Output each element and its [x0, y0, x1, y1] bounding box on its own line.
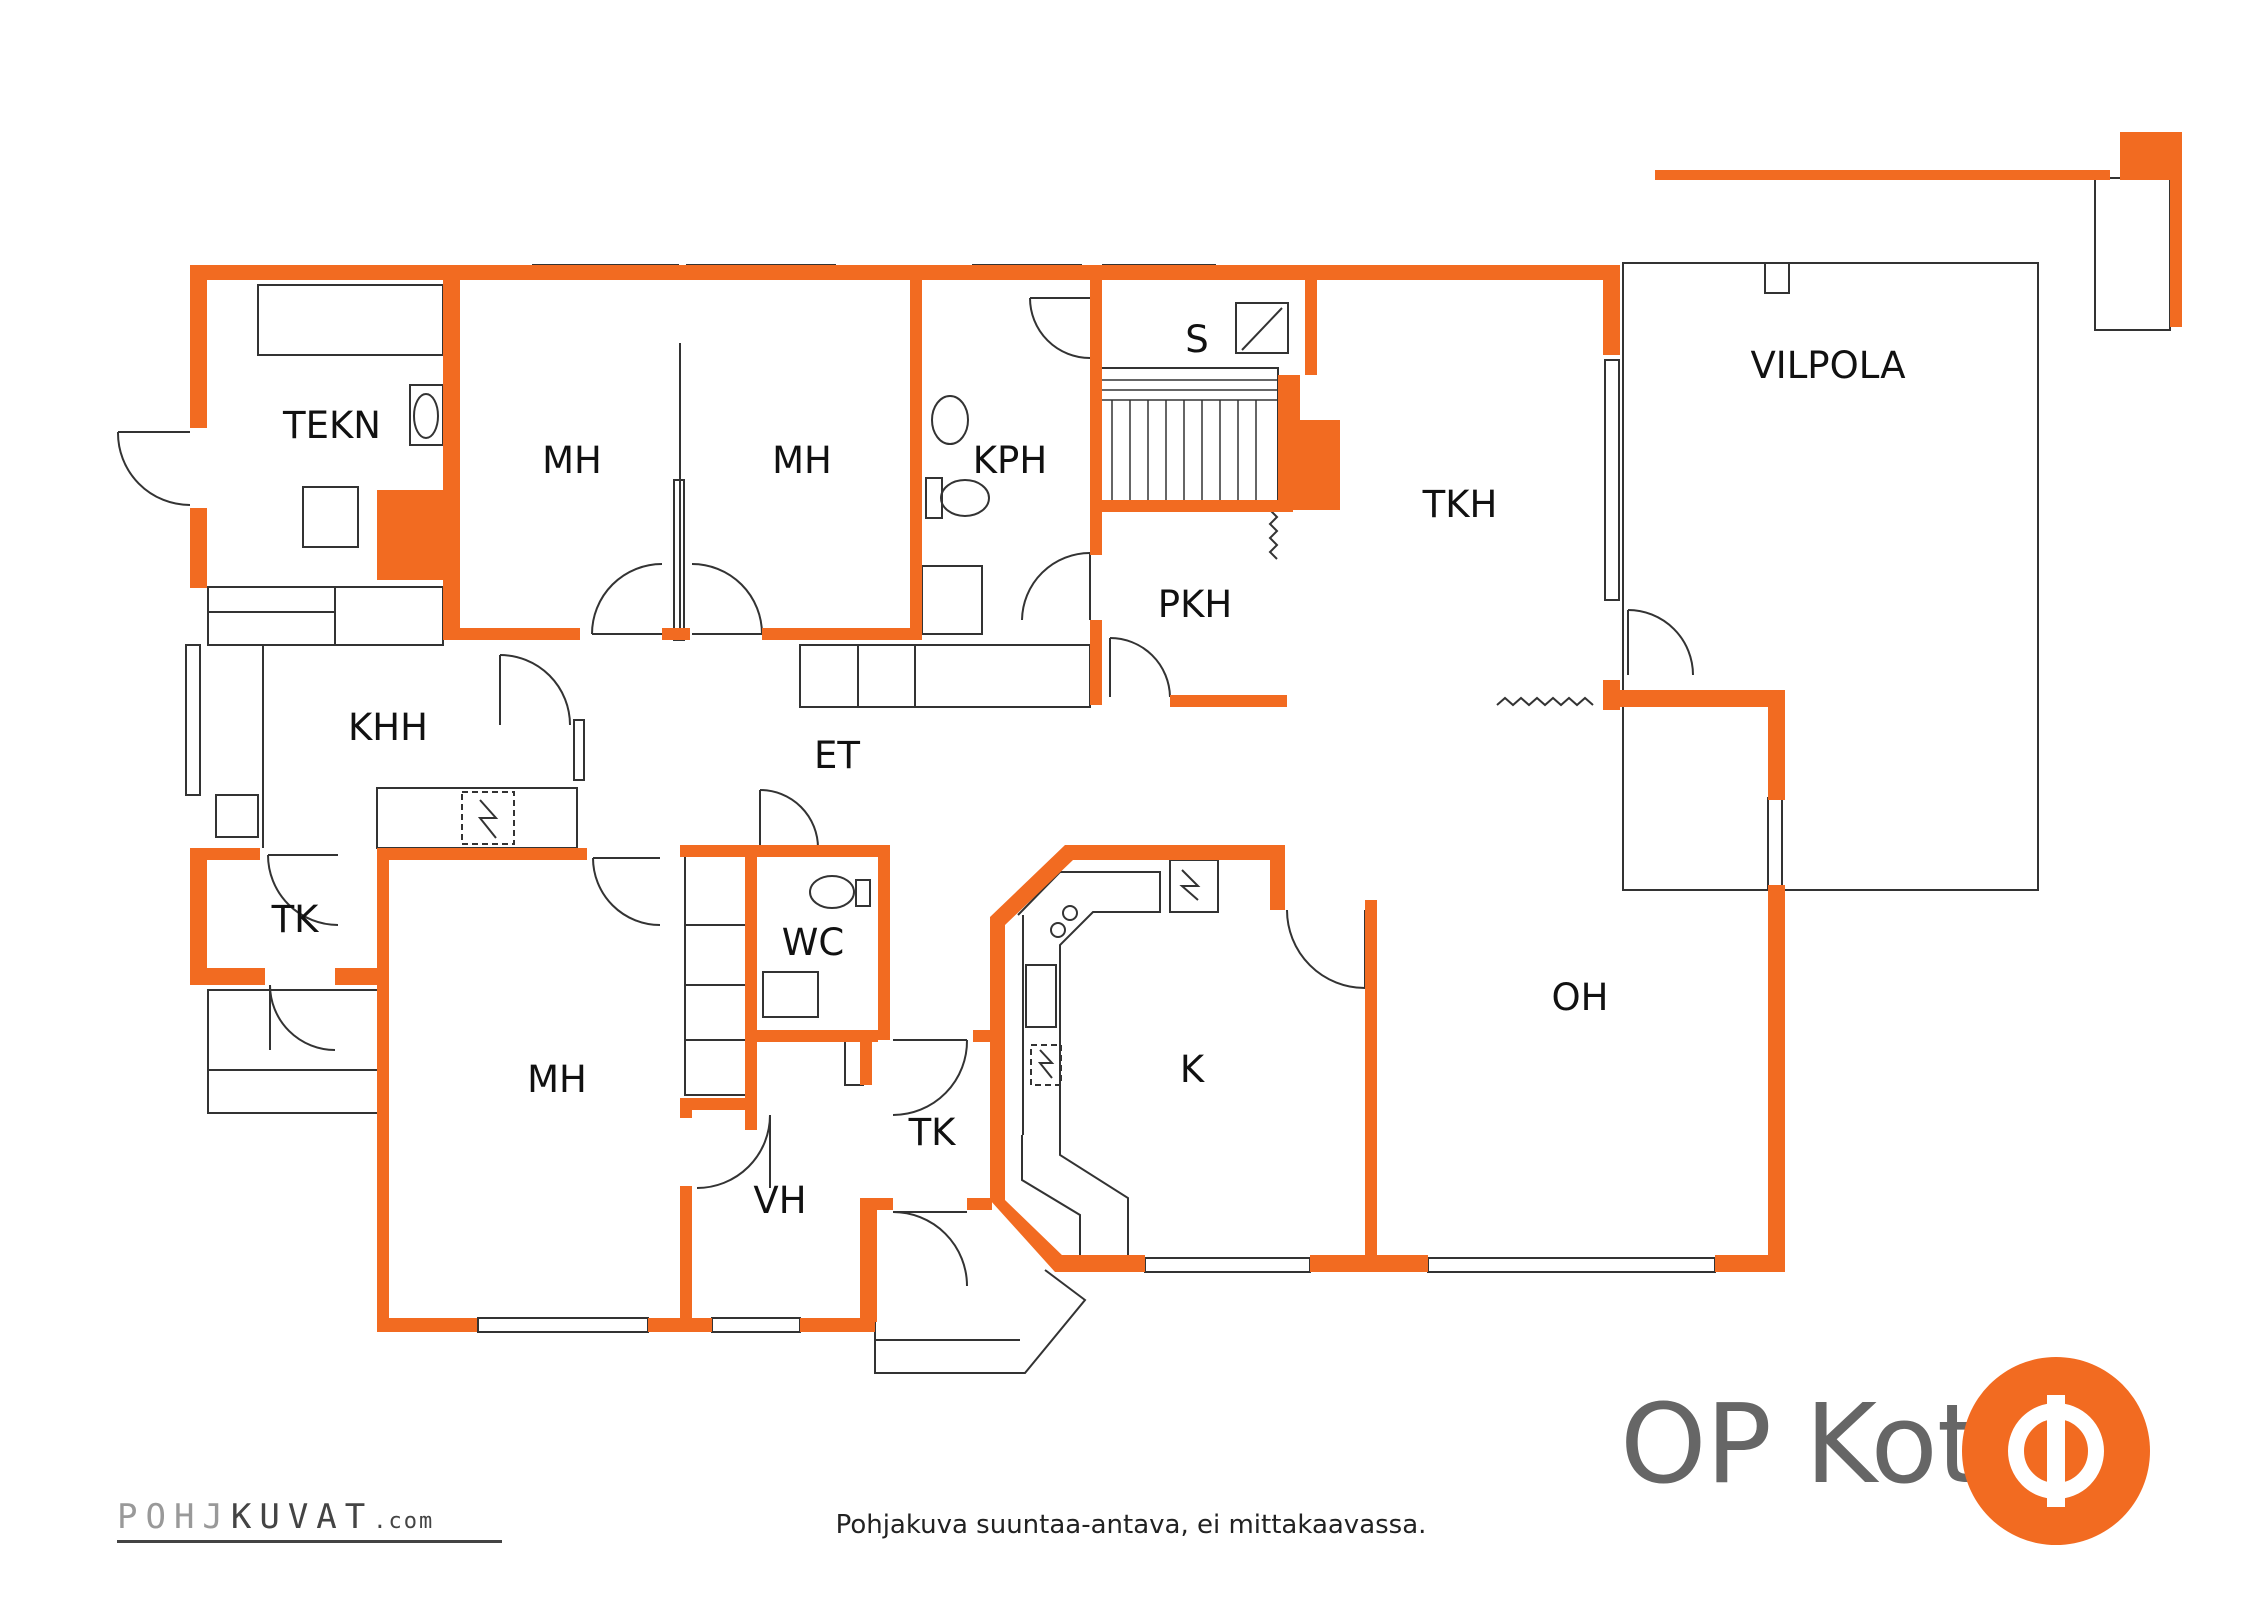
- vilpola-roof: [1655, 132, 2182, 327]
- room-label-pkh: PKH: [1158, 583, 1232, 626]
- op-logo-icon: [1962, 1357, 2150, 1545]
- room-label-vilpola: VILPOLA: [1750, 344, 1905, 387]
- room-label-mh-top-left: MH: [542, 439, 602, 482]
- room-label-tkh: TKH: [1422, 483, 1498, 526]
- room-label-tekn: TEKN: [282, 404, 381, 447]
- room-labels: TEKN MH MH KPH S TKH VILPOLA PKH KHH ET …: [271, 318, 1906, 1222]
- credit-main: KUVAT: [230, 1497, 374, 1537]
- credit-suffix: .com: [373, 1509, 435, 1534]
- room-label-mh-bottom: MH: [527, 1058, 587, 1101]
- plan-caption: Pohjakuva suuntaa-antava, ei mittakaavas…: [835, 1510, 1427, 1540]
- room-label-k: K: [1180, 1048, 1206, 1091]
- brand-name: OP Koti: [1620, 1380, 2010, 1508]
- credit-underline: [117, 1540, 502, 1543]
- room-label-mh-top-right: MH: [772, 439, 832, 482]
- pohjakuvat-credit: POHJKUVAT.com: [117, 1497, 434, 1537]
- credit-lead: POHJ: [117, 1497, 231, 1537]
- room-label-et: ET: [814, 734, 860, 777]
- room-label-khh: KHH: [348, 706, 428, 749]
- room-label-kph: KPH: [973, 439, 1047, 482]
- room-label-wc: WC: [782, 921, 844, 964]
- room-label-oh: OH: [1552, 976, 1609, 1019]
- room-label-tk-left: TK: [271, 898, 321, 941]
- room-label-s: S: [1185, 318, 1209, 361]
- room-label-vh: VH: [753, 1179, 806, 1222]
- walls: [190, 265, 1785, 1332]
- room-label-tk-mid: TK: [908, 1111, 958, 1154]
